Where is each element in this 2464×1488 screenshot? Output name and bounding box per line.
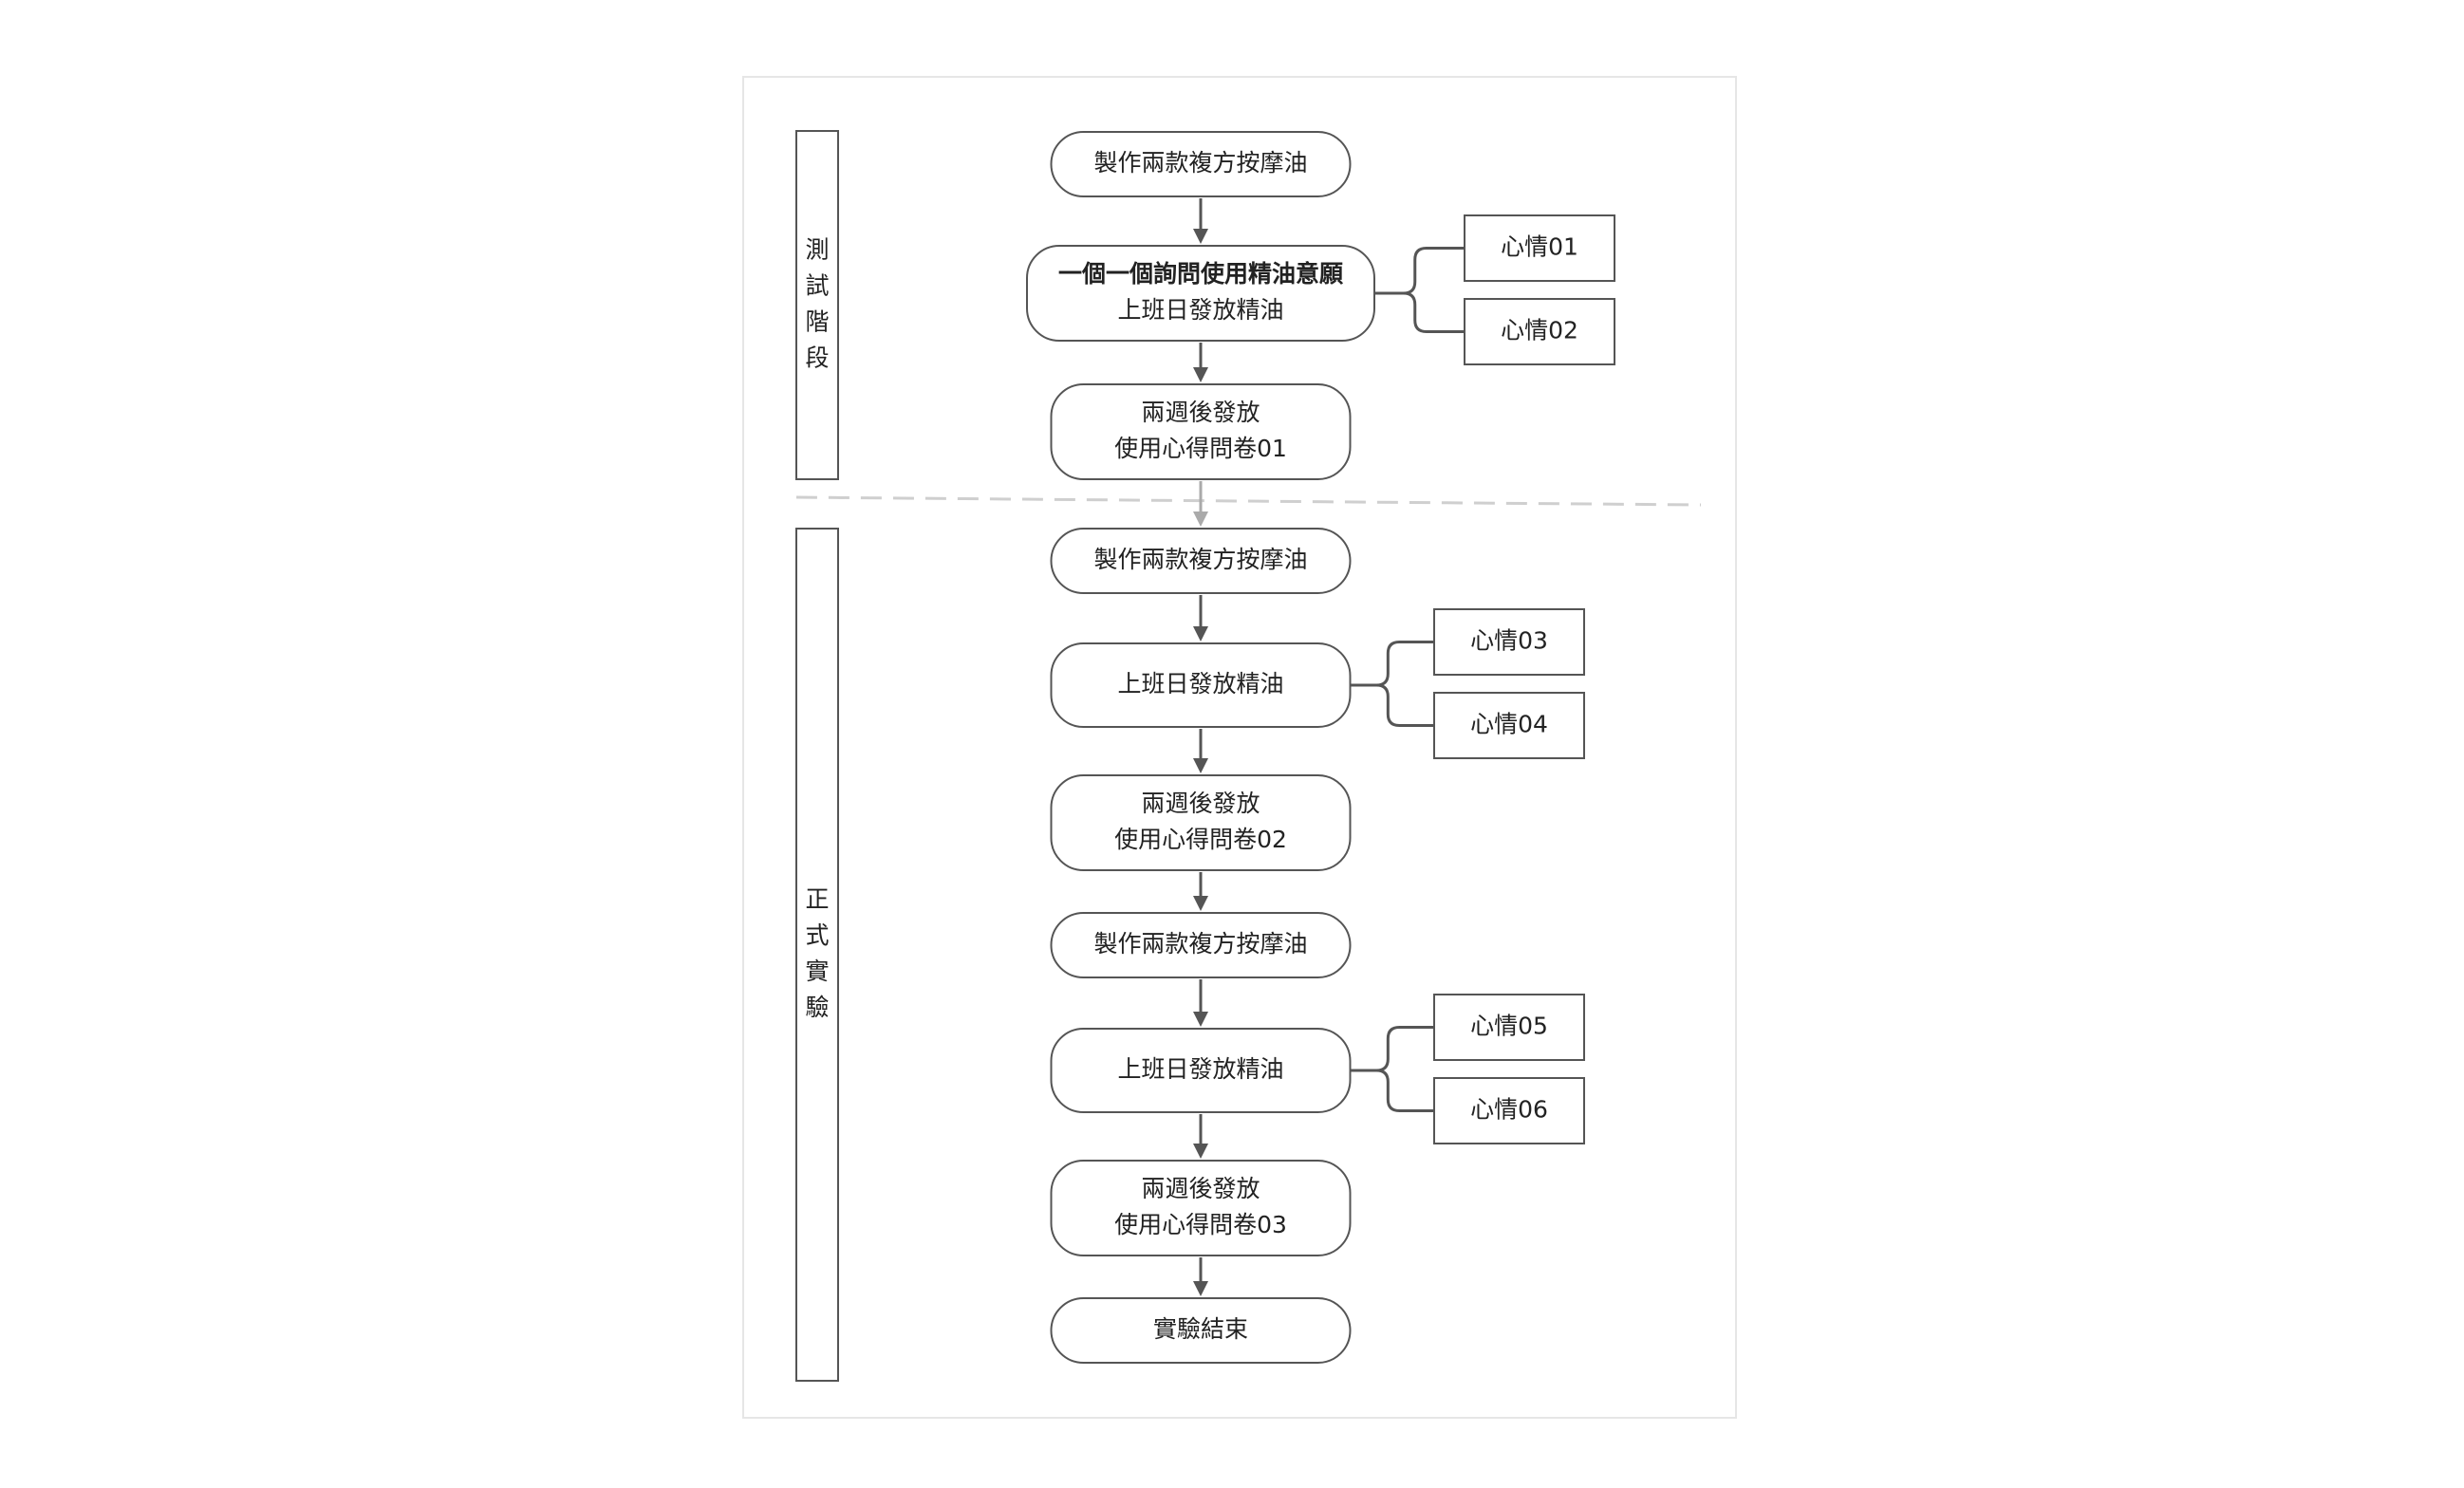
phase-char: 階 [805, 308, 829, 336]
phase-char: 正 [805, 885, 829, 913]
arrow-head [1193, 367, 1208, 382]
process-node-text: 使用心得問卷01 [1114, 435, 1287, 462]
mood-box [1433, 692, 1585, 759]
bracket-n2 [1374, 247, 1465, 333]
process-node-text: 兩週後發放 [1141, 790, 1260, 817]
mood-box-m4: 心情04 [1433, 692, 1585, 759]
arrow-head [1193, 758, 1208, 773]
moods-layer: 心情01 心情02 心情03 心情04 心情05 心情06 [1433, 214, 1615, 1144]
phase-char: 實 [805, 958, 829, 985]
mood-box-m6: 心情06 [1433, 1077, 1585, 1144]
phase-char: 測 [805, 236, 829, 264]
process-node-n10: 實驗結束 [1050, 1297, 1352, 1364]
process-node-text: 實驗結束 [1153, 1315, 1248, 1343]
bracket-n5 [1350, 641, 1434, 727]
process-node-box [1050, 131, 1352, 197]
edge-n5-n6 [1193, 729, 1208, 773]
arrow-head [1193, 229, 1208, 244]
mood-box [1433, 994, 1585, 1061]
phase-char: 式 [805, 921, 829, 949]
edge-n6-n7 [1193, 872, 1208, 911]
mood-box-m5: 心情05 [1433, 994, 1585, 1061]
process-node-box [1050, 528, 1352, 594]
process-node-text: 上班日發放精油 [1117, 1055, 1283, 1083]
edge-n1-n2 [1193, 198, 1208, 244]
arrow-head [1193, 1144, 1208, 1159]
process-node-box [1050, 1160, 1352, 1256]
mood-box [1433, 1077, 1585, 1144]
process-node-box [1050, 1297, 1352, 1364]
nodes-layer: 製作兩款複方按摩油一個一個詢問使用精油意願上班日發放精油兩週後發放使用心得問卷0… [1026, 131, 1375, 1364]
process-node-text: 兩週後發放 [1141, 399, 1260, 426]
bracket-n8 [1350, 1026, 1434, 1112]
process-node-box [1050, 1028, 1352, 1113]
process-node-box [1050, 642, 1352, 728]
arrow-head [1193, 512, 1208, 527]
phase-box [795, 528, 839, 1382]
process-node-n5: 上班日發放精油 [1050, 642, 1352, 728]
brackets-layer [1350, 247, 1465, 1112]
process-node-box [1050, 383, 1352, 480]
edge-n9-n10 [1193, 1257, 1208, 1296]
mood-box [1464, 214, 1615, 282]
mood-box-m2: 心情02 [1464, 298, 1615, 365]
mood-label: 心情05 [1470, 1013, 1548, 1040]
edge-n3-n4 [1193, 481, 1208, 527]
process-node-n4: 製作兩款複方按摩油 [1050, 528, 1352, 594]
mood-label: 心情01 [1501, 233, 1578, 261]
mood-box-m1: 心情01 [1464, 214, 1615, 282]
mood-label: 心情02 [1501, 317, 1578, 344]
process-node-text: 製作兩款複方按摩油 [1093, 930, 1307, 958]
process-node-text: 製作兩款複方按摩油 [1093, 149, 1307, 177]
process-node-n7: 製作兩款複方按摩油 [1050, 912, 1352, 978]
process-node-box [1050, 774, 1352, 871]
process-node-box [1050, 912, 1352, 978]
mood-box [1433, 608, 1585, 676]
arrow-head [1193, 626, 1208, 642]
mood-label: 心情06 [1470, 1096, 1548, 1124]
phase-char: 驗 [805, 994, 829, 1021]
edge-n7-n8 [1193, 979, 1208, 1027]
process-node-text: 製作兩款複方按摩油 [1093, 546, 1307, 573]
process-node-n8: 上班日發放精油 [1050, 1028, 1352, 1113]
process-node-text: 上班日發放精油 [1117, 296, 1283, 324]
arrow-head [1193, 1012, 1208, 1027]
arrow-head [1193, 1281, 1208, 1296]
mood-box-m3: 心情03 [1433, 608, 1585, 676]
process-node-text: 使用心得問卷02 [1114, 826, 1287, 853]
edge-n4-n5 [1193, 595, 1208, 642]
mood-label: 心情03 [1470, 627, 1548, 655]
arrow-head [1193, 896, 1208, 911]
mood-label: 心情04 [1470, 711, 1548, 738]
mood-box [1464, 298, 1615, 365]
process-node-box [1026, 245, 1375, 342]
edge-n2-n3 [1193, 343, 1208, 382]
process-node-text: 使用心得問卷03 [1114, 1211, 1287, 1238]
process-node-n1: 製作兩款複方按摩油 [1050, 131, 1352, 197]
process-node-text: 一個一個詢問使用精油意願 [1058, 260, 1344, 288]
process-node-text: 上班日發放精油 [1117, 670, 1283, 698]
process-node-text: 兩週後發放 [1141, 1175, 1260, 1202]
edges-layer [1193, 198, 1208, 1296]
phase-char: 試 [805, 272, 829, 300]
phase-char: 段 [805, 344, 829, 372]
phase-box [795, 130, 839, 480]
edge-n8-n9 [1193, 1114, 1208, 1159]
